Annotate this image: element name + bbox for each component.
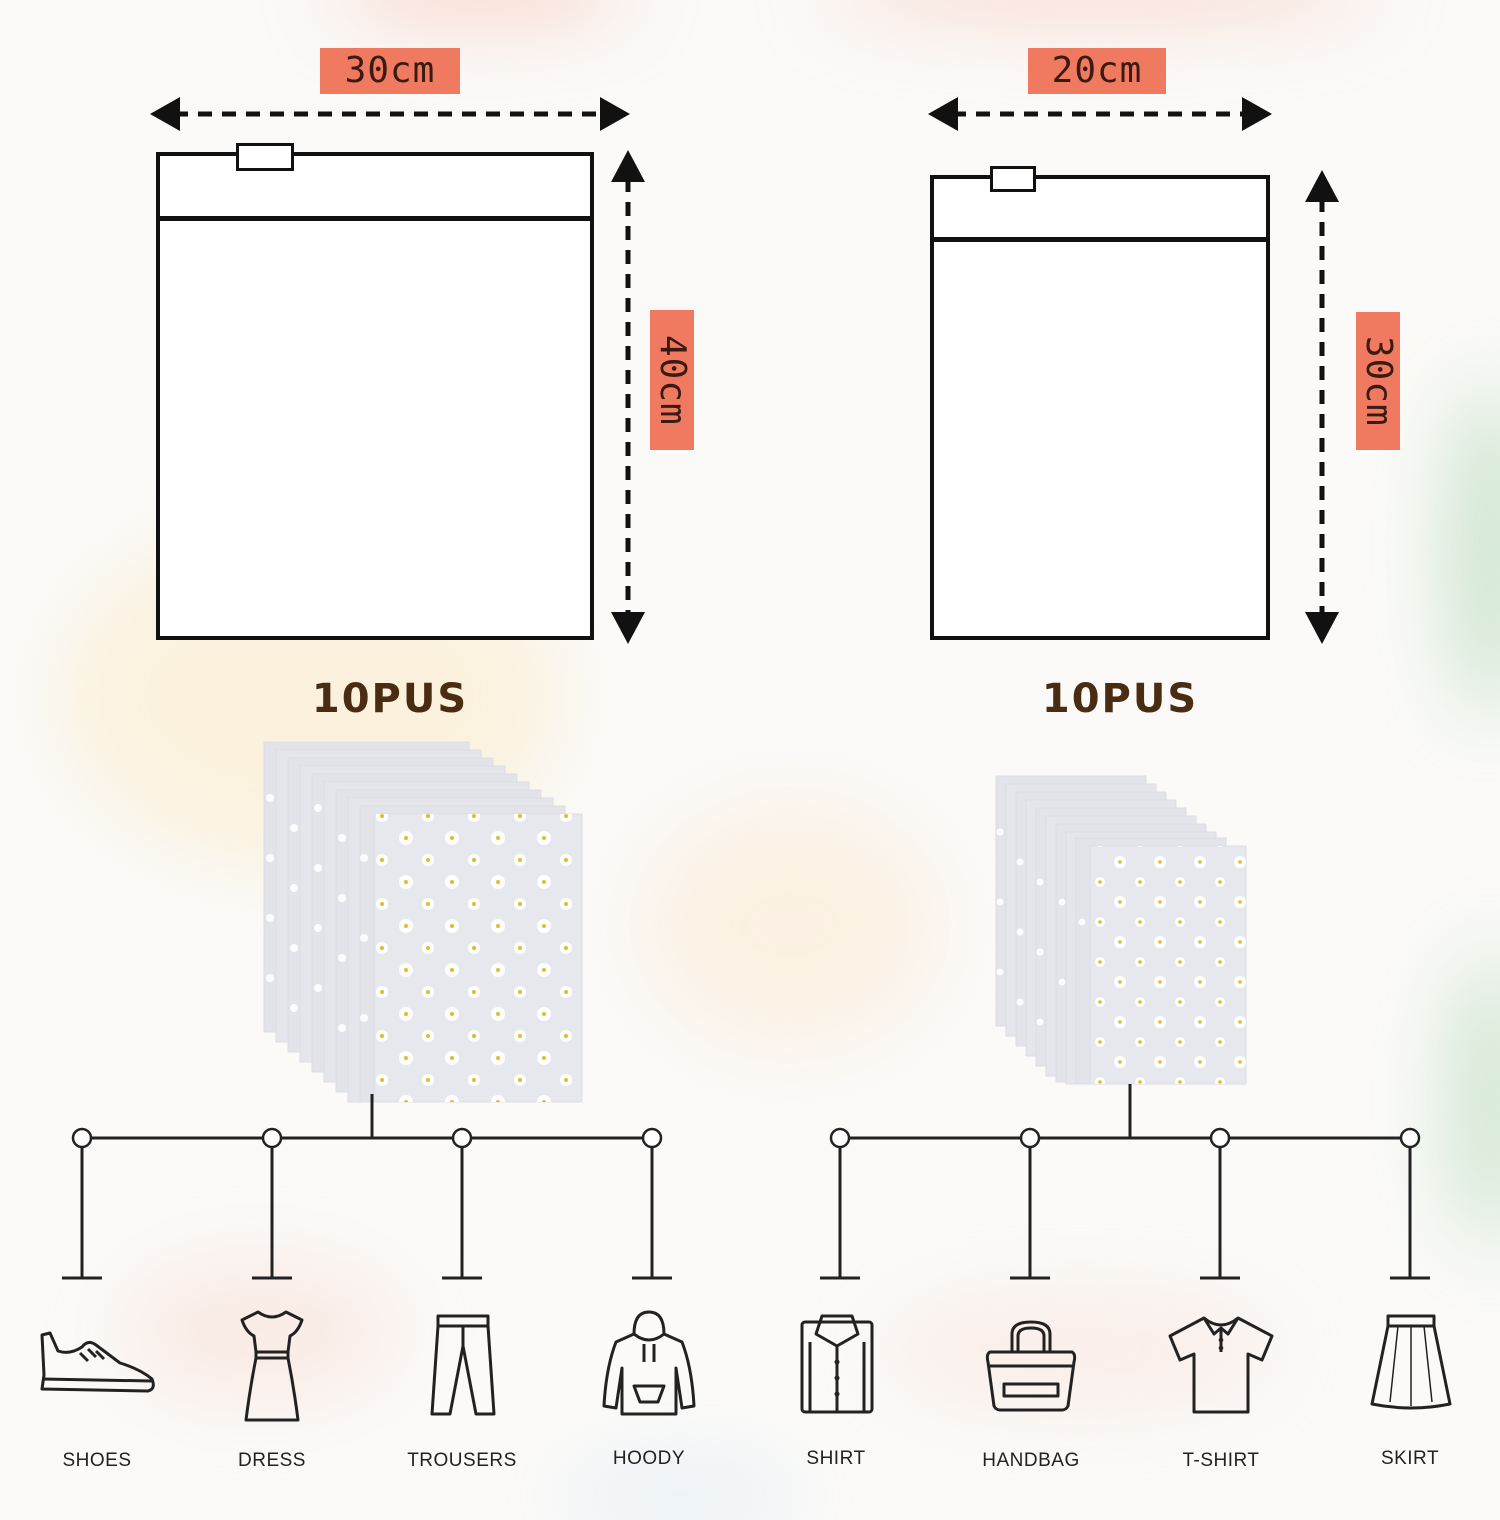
hoodie-icon: [602, 1310, 696, 1416]
right-height-arrow: [1305, 170, 1339, 644]
skirt-icon: [1370, 1314, 1452, 1410]
right-width-arrow: [928, 97, 1272, 131]
left-count-label: 10PUS: [311, 676, 469, 722]
right-count-label: 10PUS: [1041, 676, 1199, 722]
left-height-label: 40cm: [650, 310, 694, 450]
left-width-arrow: [150, 97, 630, 131]
shirt-icon: [800, 1314, 874, 1414]
shoe-icon: [40, 1331, 155, 1393]
trousers-icon: [430, 1314, 496, 1416]
item-label-trousers: TROUSERS: [407, 1450, 517, 1471]
right-width-label: 20cm: [1028, 48, 1166, 94]
right-bag-stack-image: [995, 775, 1247, 1085]
left-height-arrow: [611, 150, 645, 644]
item-label-skirt: SKIRT: [1380, 1448, 1440, 1469]
left-branch-diagram: [62, 1094, 672, 1280]
left-bag-outline: [156, 143, 594, 640]
right-height-label: 30cm: [1356, 312, 1400, 450]
right-bag-outline: [930, 166, 1270, 640]
dress-icon: [240, 1310, 304, 1422]
tshirt-icon: [1168, 1316, 1274, 1414]
handbag-icon: [985, 1320, 1077, 1412]
right-branch-diagram: [820, 1084, 1430, 1280]
item-label-shoes: SHOES: [62, 1450, 132, 1471]
item-label-dress: DRESS: [238, 1450, 306, 1471]
zipper-slider: [236, 143, 294, 171]
item-label-shirt: SHIRT: [806, 1448, 866, 1469]
item-label-hoody: HOODY: [612, 1448, 686, 1469]
left-width-label: 30cm: [320, 48, 460, 94]
left-bag-stack-image: [263, 741, 583, 1103]
item-label-tshirt: T-SHIRT: [1182, 1450, 1260, 1471]
zipper-slider: [990, 166, 1036, 192]
item-label-handbag: HANDBAG: [982, 1450, 1080, 1471]
